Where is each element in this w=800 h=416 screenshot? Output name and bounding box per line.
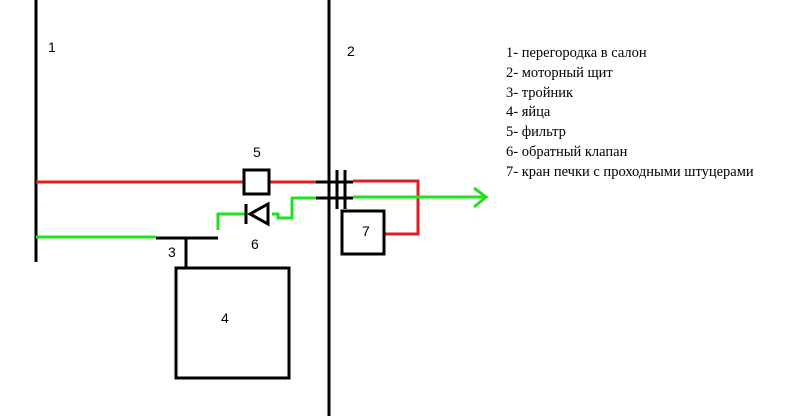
label-7: 7 bbox=[362, 223, 370, 239]
legend-list: 1- перегородка в салон 2- моторный щит 3… bbox=[506, 44, 754, 183]
label-4: 4 bbox=[221, 310, 229, 326]
legend-item: 2- моторный щит bbox=[506, 64, 613, 81]
legend-item: 6- обратный клапан bbox=[506, 143, 628, 160]
green-arrow-head bbox=[473, 186, 489, 209]
legend-item: 7- кран печки с проходными штуцерами bbox=[506, 163, 754, 180]
legend-item: 3- тройник bbox=[506, 84, 574, 101]
label-1: 1 bbox=[48, 39, 56, 55]
legend-item: 1- перегородка в салон bbox=[506, 45, 647, 61]
check-valve-symbol bbox=[244, 201, 270, 227]
label-2: 2 bbox=[347, 43, 355, 59]
label-3: 3 bbox=[168, 244, 176, 260]
heater-valve-box bbox=[340, 209, 386, 256]
red-pipe-to-valve bbox=[353, 179, 420, 236]
label-6: 6 bbox=[251, 236, 259, 252]
green-pipe-valve-section bbox=[216, 212, 246, 230]
tank-box bbox=[174, 266, 291, 380]
label-5: 5 bbox=[253, 144, 261, 160]
green-pipe-after-valve bbox=[272, 196, 316, 220]
legend-item: 4- яйца bbox=[506, 104, 551, 121]
filter-box bbox=[242, 168, 271, 196]
legend-item: 5- фильтр bbox=[506, 124, 566, 141]
